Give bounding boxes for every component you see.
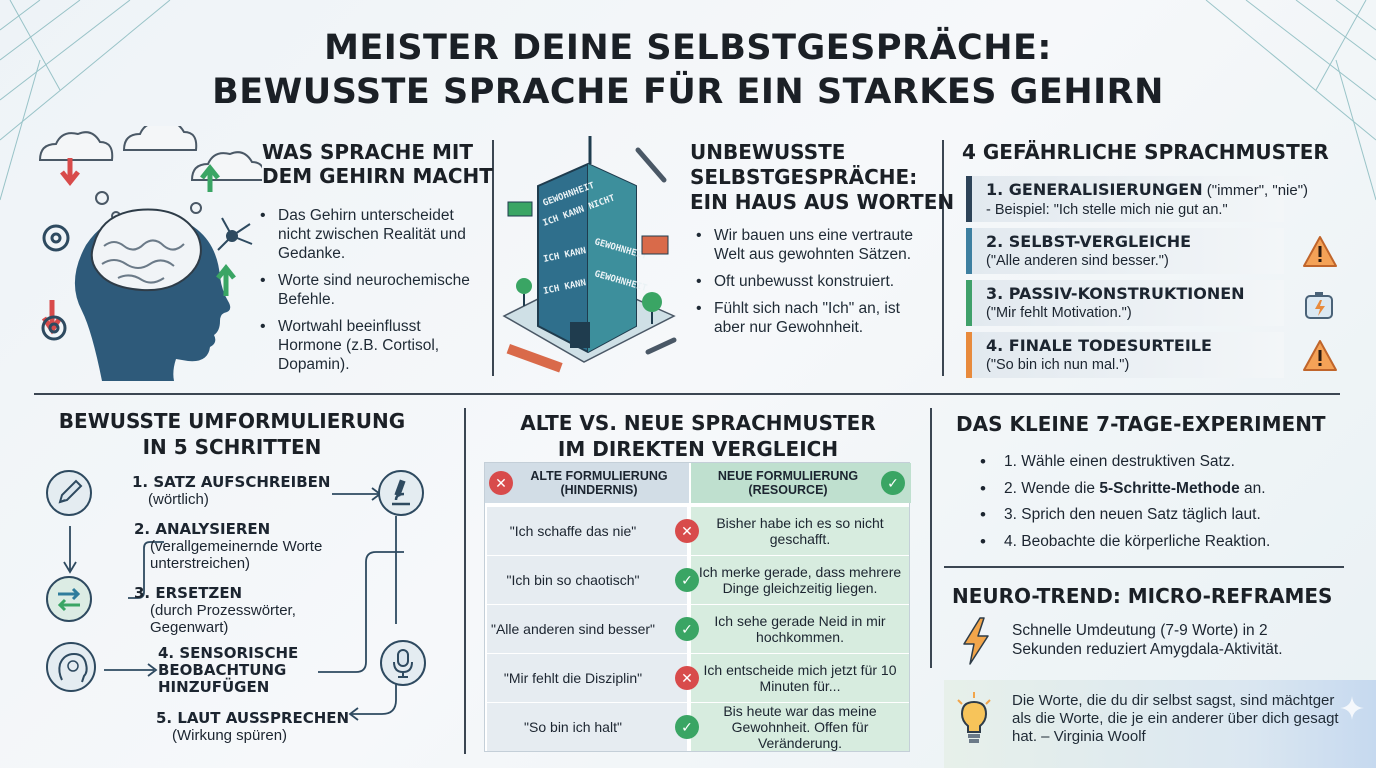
compare-heading: ALTE VS. NEUE SPRACHMUSTER IM DIREKTEN V…: [520, 411, 876, 461]
pencil-icon: [46, 470, 92, 516]
check-icon: ✓: [675, 715, 699, 739]
brain-bullet: Worte sind neurochemische Befehle.: [258, 271, 488, 309]
comparison-table: ALTE FORMULIERUNG (HINDERNIS) NEUE FORMU…: [484, 462, 911, 753]
check-icon: ✓: [881, 471, 905, 495]
brain-bullet: Wortwahl beeinflusst Hormone (z.B. Corti…: [258, 317, 488, 374]
swap-arrows-icon: [46, 576, 92, 622]
experiment-list: 1. Wähle einen destruktiven Satz. 2. Wen…: [980, 452, 1270, 558]
house-bullet: Fühlt sich nach "Ich" an, ist aber nur G…: [694, 299, 932, 337]
pattern-self-comparison: 2. SELBST-VERGLEICHE ("Alle anderen sind…: [966, 228, 1284, 274]
brain-heading: WAS SPRACHE MIT DEM GEHIRN MACHT: [262, 140, 493, 188]
divider-top-1: [492, 140, 494, 376]
steps-flow-lines: [63, 487, 404, 721]
table-row: "Ich bin so chaotisch" ✓ Ich merke gerad…: [485, 554, 911, 606]
step-3: 3. ERSETZEN (durch Prozesswörter, Gegenw…: [134, 584, 296, 637]
step-5: 5. LAUT AUSSPRECHEN (Wirkung spüren): [156, 709, 350, 745]
check-icon: ✓: [675, 617, 699, 641]
table-row: "Alle anderen sind besser" ✓ Ich sehe ge…: [485, 603, 911, 655]
divider-top-2: [942, 140, 944, 376]
brain-head-illustration: [38, 126, 262, 381]
experiment-heading: DAS KLEINE 7-TAGE-EXPERIMENT: [956, 412, 1326, 436]
title-line-1: MEISTER DEINE SELBSTGESPRÄCHE:: [324, 28, 1052, 68]
pattern-passive: 3. PASSIV-KONSTRUKTIONEN ("Mir fehlt Mot…: [966, 280, 1284, 326]
column-header-new: NEUE FORMULIERUNG (RESOURCE): [691, 463, 911, 503]
house-bullet: Wir bauen uns eine vertraute Welt aus ge…: [694, 226, 932, 264]
title-line-2: BEWUSSTE SPRACHE FÜR EIN STARKES GEHIRN: [212, 72, 1164, 112]
microphone-icon: [380, 640, 426, 686]
head-sense-icon: [46, 642, 96, 692]
brain-bullets: Das Gehirn unterscheidet nicht zwischen …: [258, 206, 488, 382]
word-house-illustration: GEWOHNHEIT ICH KANN NICHT ICH KANN GEWOH…: [502, 136, 677, 373]
cross-icon: ✕: [675, 519, 699, 543]
warning-icon: [1303, 340, 1337, 371]
microscope-icon: [378, 470, 424, 516]
micro-heading: NEURO-TREND: MICRO-REFRAMES: [952, 584, 1333, 608]
table-row: "Ich schaffe das nie" ✕ Bisher habe ich …: [485, 505, 911, 557]
step-4: 4. SENSORISCHE BEOBACHTUNG HINZUFÜGEN: [158, 644, 299, 696]
list-item: 3. Sprich den neuen Satz täglich laut.: [980, 505, 1270, 524]
quote-text: Die Worte, die du dir selbst sagst, sind…: [1012, 692, 1339, 745]
house-bullet: Oft unbewusst konstruiert.: [694, 272, 932, 291]
horizontal-divider: [34, 393, 1340, 395]
list-item: 4. Beobachte die körperliche Reaktion.: [980, 532, 1270, 551]
column-header-old: ALTE FORMULIERUNG (HINDERNIS): [485, 463, 689, 503]
house-heading: UNBEWUSSTE SELBSTGESPRÄCHE: EIN HAUS AUS…: [690, 140, 955, 214]
divider-right: [944, 566, 1344, 568]
steps-heading: BEWUSSTE UMFORMULIERUNG IN 5 SCHRITTEN: [58, 409, 406, 459]
lightning-icon: [963, 617, 989, 665]
warning-icon: [1303, 236, 1337, 267]
step-2: 2. ANALYSIEREN (verallgemeinernde Worte …: [134, 520, 323, 573]
table-row: "Mir fehlt die Disziplin" ✕ Ich entschei…: [485, 652, 911, 704]
table-row: "So bin ich halt" ✓ Bis heute war das me…: [485, 701, 911, 753]
page-title: MEISTER DEINE SELBSTGESPRÄCHE: BEWUSSTE …: [0, 26, 1376, 114]
sparkle-icon: [1340, 696, 1364, 720]
step-1: 1. SATZ AUFSCHREIBEN (wörtlich): [132, 473, 331, 509]
cross-icon: ✕: [675, 666, 699, 690]
micro-text: Schnelle Umdeutung (7-9 Worte) in 2 Seku…: [1012, 622, 1283, 658]
pattern-final-verdict: 4. FINALE TODESURTEILE ("So bin ich nun …: [966, 332, 1284, 378]
pattern-generalisations: 1. GENERALISIERUNGEN ("immer", "nie") - …: [966, 176, 1308, 222]
check-icon: ✓: [675, 568, 699, 592]
lightbulb-icon: [957, 692, 991, 743]
brain-bullet: Das Gehirn unterscheidet nicht zwischen …: [258, 206, 488, 263]
list-item: 1. Wähle einen destruktiven Satz.: [980, 452, 1270, 471]
house-bullets: Wir bauen uns eine vertraute Welt aus ge…: [694, 226, 932, 345]
cross-icon: ✕: [489, 471, 513, 495]
battery-low-icon: [1305, 292, 1333, 319]
list-item: 2. Wende die 5-Schritte-Methode an.: [980, 479, 1270, 498]
quote-box: [944, 680, 1376, 768]
divider-bottom-2: [930, 408, 932, 668]
divider-bottom-1: [464, 408, 466, 754]
patterns-heading: 4 GEFÄHRLICHE SPRACHMUSTER: [962, 140, 1329, 164]
